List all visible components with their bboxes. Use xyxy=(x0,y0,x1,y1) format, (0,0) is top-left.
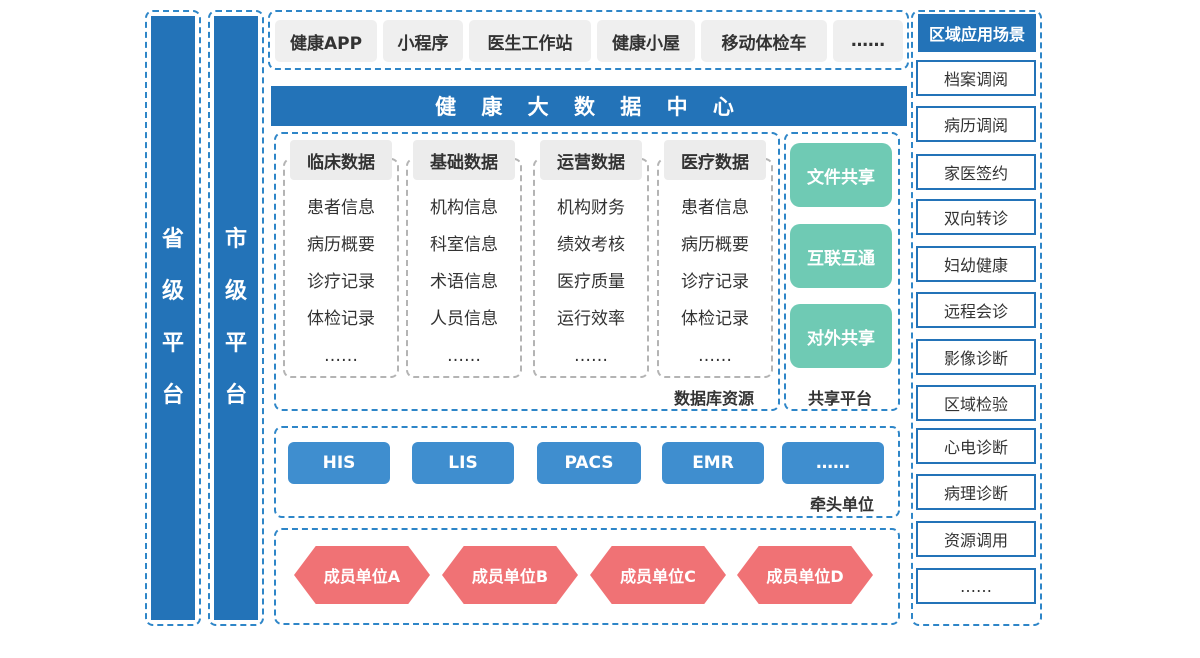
scene-item: …… xyxy=(916,568,1036,604)
scenes-frame xyxy=(911,10,1042,626)
share-platform-frame xyxy=(784,132,900,411)
basic-data-header: 基础数据 xyxy=(413,140,515,180)
data-item: 医疗质量 xyxy=(557,272,625,292)
file-sharing-button: 文件共享 xyxy=(790,143,892,207)
member-units-frame xyxy=(274,528,900,625)
app-doctor-workstation: 医生工作站 xyxy=(469,20,591,62)
external-sharing-button: 对外共享 xyxy=(790,304,892,368)
scene-item: 病理诊断 xyxy=(916,474,1036,510)
data-item: 科室信息 xyxy=(430,235,498,255)
interconnection-button: 互联互通 xyxy=(790,224,892,288)
province-char: 平 xyxy=(161,331,184,356)
data-item: 患者信息 xyxy=(681,198,749,218)
province-char: 台 xyxy=(161,383,184,408)
data-item: 体检记录 xyxy=(307,309,375,329)
city-char: 台 xyxy=(224,383,247,408)
emr-system: EMR xyxy=(662,442,764,484)
lead-unit-caption: 牵头单位 xyxy=(810,495,875,514)
pacs-system: PACS xyxy=(537,442,641,484)
data-item: …… xyxy=(447,346,481,366)
database-frame xyxy=(274,132,780,411)
scene-item: 资源调用 xyxy=(916,521,1036,557)
member-unit-c: 成员单位C xyxy=(590,546,726,604)
member-unit-d: 成员单位D xyxy=(737,546,873,604)
member-unit-a: 成员单位A xyxy=(294,546,430,604)
lead-unit-frame xyxy=(274,426,900,518)
city-platform: 市 级 平 台 xyxy=(214,16,258,620)
data-item: 病历概要 xyxy=(681,235,749,255)
more-systems: …… xyxy=(782,442,884,484)
data-item: 人员信息 xyxy=(430,309,498,329)
city-char: 平 xyxy=(224,331,247,356)
clinical-data-header: 临床数据 xyxy=(290,140,392,180)
medical-data-header: 医疗数据 xyxy=(664,140,766,180)
scene-item: 远程会诊 xyxy=(916,292,1036,328)
data-item: 机构财务 xyxy=(557,198,625,218)
province-platform: 省 级 平 台 xyxy=(151,16,195,620)
lis-system: LIS xyxy=(412,442,514,484)
top-apps-frame xyxy=(268,10,909,70)
data-item: 诊疗记录 xyxy=(681,272,749,292)
scene-item: 区域检验 xyxy=(916,385,1036,421)
city-platform-frame xyxy=(208,10,264,626)
app-mobile-checkup-vehicle: 移动体检车 xyxy=(701,20,827,62)
scene-item: 心电诊断 xyxy=(916,428,1036,464)
scene-item: 家医签约 xyxy=(916,154,1036,190)
province-char: 省 xyxy=(161,227,184,252)
data-item: 患者信息 xyxy=(307,198,375,218)
data-item: 诊疗记录 xyxy=(307,272,375,292)
scene-item: 病历调阅 xyxy=(916,106,1036,142)
scene-item: 档案调阅 xyxy=(916,60,1036,96)
operation-data-header: 运营数据 xyxy=(540,140,642,180)
city-char: 市 xyxy=(224,227,247,252)
data-item: 运行效率 xyxy=(557,309,625,329)
data-item: 机构信息 xyxy=(430,198,498,218)
data-item: 绩效考核 xyxy=(557,235,625,255)
member-unit-b: 成员单位B xyxy=(442,546,578,604)
province-platform-frame xyxy=(145,10,201,626)
scene-item: 双向转诊 xyxy=(916,199,1036,235)
app-health-hut: 健康小屋 xyxy=(597,20,695,62)
his-system: HIS xyxy=(288,442,390,484)
data-item: 病历概要 xyxy=(307,235,375,255)
app-more: …… xyxy=(833,20,903,62)
app-health-app: 健康APP xyxy=(275,20,377,62)
scene-item: 妇幼健康 xyxy=(916,246,1036,282)
data-item: …… xyxy=(574,346,608,366)
city-char: 级 xyxy=(224,279,247,304)
data-item: 术语信息 xyxy=(430,272,498,292)
scene-item: 影像诊断 xyxy=(916,339,1036,375)
scenes-title: 区域应用场景 xyxy=(918,14,1036,52)
province-char: 级 xyxy=(161,279,184,304)
data-item: …… xyxy=(698,346,732,366)
big-data-center-banner: 健 康 大 数 据 中 心 xyxy=(271,86,907,126)
database-caption: 数据库资源 xyxy=(674,389,755,408)
data-item: 体检记录 xyxy=(681,309,749,329)
share-caption: 共享平台 xyxy=(808,389,873,408)
app-mini-program: 小程序 xyxy=(383,20,463,62)
data-item: …… xyxy=(324,346,358,366)
